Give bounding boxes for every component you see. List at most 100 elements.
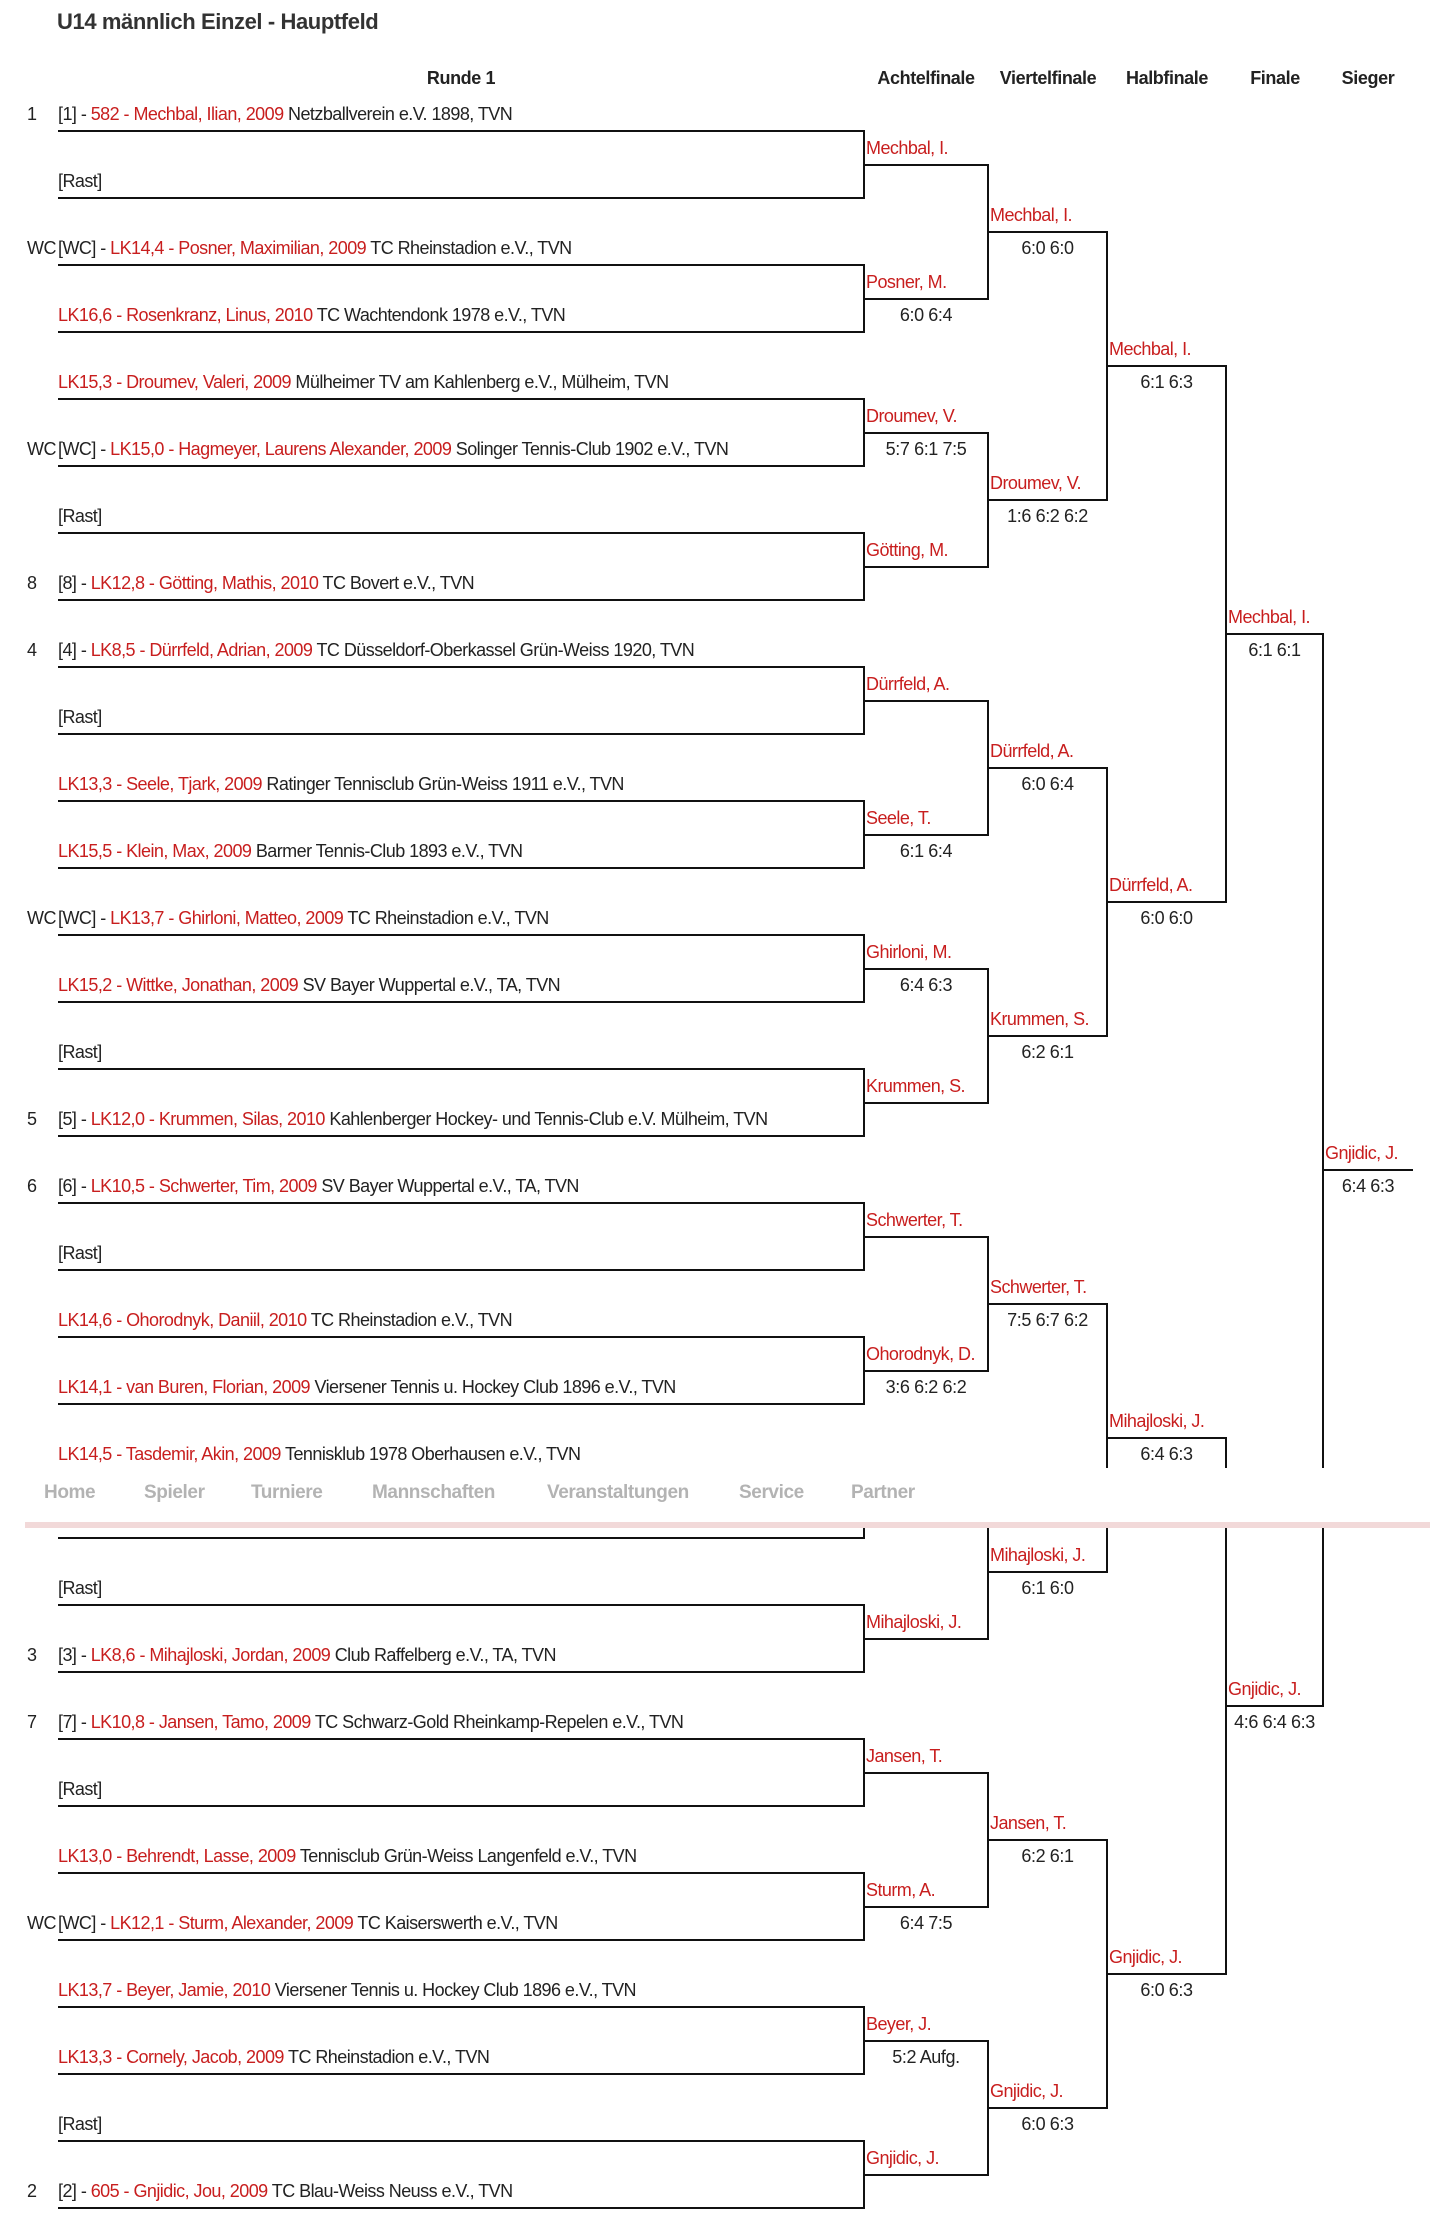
winner-name[interactable]: Krummen, S. [866,1076,966,1096]
round-header: Sieger [1341,68,1395,88]
entry-line [58,398,864,400]
entry-line [58,1939,864,1941]
seed-prefix: [6] - [58,1176,91,1196]
player-link[interactable]: LK13,0 - Behrendt, Lasse, 2009 [58,1846,296,1866]
match-score: 6:0 6:3 [1021,2114,1074,2134]
player-link[interactable]: LK8,5 - Dürrfeld, Adrian, 2009 [90,640,313,660]
player-link[interactable]: LK14,4 - Posner, Maximilian, 2009 [110,238,367,258]
winner-name[interactable]: Schwerter, T. [866,1210,963,1230]
nav-home[interactable]: Home [44,1482,96,1503]
nav-turniere[interactable]: Turniere [251,1482,323,1503]
winner-name[interactable]: Posner, M. [866,272,947,292]
match-score: 6:4 6:3 [899,975,953,995]
club-name: TC Schwarz-Gold Rheinkamp-Repelen e.V., … [310,1712,684,1732]
entry-text: [1] - 582 - Mechbal, Ilian, 2009 Netzbal… [58,103,513,125]
player-link[interactable]: 582 - Mechbal, Ilian, 2009 [90,104,284,124]
player-link[interactable]: LK12,8 - Götting, Mathis, 2010 [90,573,319,593]
player-link[interactable]: LK13,7 - Ghirloni, Matteo, 2009 [110,908,344,928]
player-link[interactable]: LK14,5 - Tasdemir, Akin, 2009 [58,1444,281,1464]
player-link[interactable]: LK14,1 - van Buren, Florian, 2009 [58,1377,311,1397]
club-name: TC Rheinstadion e.V., TVN [306,1310,513,1330]
seed-prefix: [4] - [58,640,91,660]
player-link[interactable]: LK15,5 - Klein, Max, 2009 [58,841,252,861]
match-line [864,298,988,300]
winner-name[interactable]: Mihajloski, J. [1109,1411,1205,1431]
player-link[interactable]: LK15,2 - Wittke, Jonathan, 2009 [58,975,299,995]
winner-name[interactable]: Dürrfeld, A. [990,741,1074,761]
club-name: TC Kaiserswerth e.V., TVN [353,1913,558,1933]
nav-service[interactable]: Service [739,1482,804,1503]
match-line [864,2174,988,2176]
winner-name[interactable]: Schwerter, T. [990,1277,1087,1297]
match-line [864,1638,988,1640]
seed-label: WC [27,908,57,928]
club-name: Club Raffelberg e.V., TA, TVN [330,1645,557,1665]
player-link[interactable]: LK12,1 - Sturm, Alexander, 2009 [110,1913,354,1933]
player-link[interactable]: LK10,8 - Jansen, Tamo, 2009 [90,1712,312,1732]
winner-name[interactable]: Mechbal, I. [1228,607,1311,627]
player-link[interactable]: LK15,0 - Hagmeyer, Laurens Alexander, 20… [110,439,452,459]
winner-name[interactable]: Ohorodnyk, D. [866,1344,975,1364]
winner-name[interactable]: Jansen, T. [866,1746,943,1766]
nav-partner[interactable]: Partner [851,1482,915,1503]
winner-name[interactable]: Krummen, S. [990,1009,1090,1029]
club-name: TC Blau-Weiss Neuss e.V., TVN [267,2181,513,2201]
match-line [864,1906,988,1908]
entry-text: LK16,6 - Rosenkranz, Linus, 2010 TC Wach… [58,304,566,326]
winner-name[interactable]: Mechbal, I. [990,205,1073,225]
player-link[interactable]: LK13,3 - Cornely, Jacob, 2009 [58,2047,284,2067]
match-line [988,231,1107,233]
entry-text: LK15,3 - Droumev, Valeri, 2009 Mülheimer… [58,371,669,393]
winner-name[interactable]: Götting, M. [866,540,949,560]
player-link[interactable]: 605 - Gnjidic, Jou, 2009 [90,2181,268,2201]
winner-name[interactable]: Mechbal, I. [866,138,949,158]
player-link[interactable]: LK13,3 - Seele, Tjark, 2009 [58,774,263,794]
entry-line [58,2073,864,2075]
entry-line [58,1872,864,1874]
winner-name[interactable]: Dürrfeld, A. [866,674,950,694]
winner-name[interactable]: Gnjidic, J. [866,2148,940,2168]
player-link[interactable]: LK15,3 - Droumev, Valeri, 2009 [58,372,292,392]
match-score: 6:1 6:1 [1248,640,1301,660]
match-score: 6:2 6:1 [1021,1846,1074,1866]
club-name: TC Wachtendonk 1978 e.V., TVN [312,305,566,325]
player-link[interactable]: LK16,6 - Rosenkranz, Linus, 2010 [58,305,313,325]
entry-text: [Rast] [58,1778,102,1800]
seed-label: WC [27,1913,57,1933]
match-score: 6:1 6:3 [1140,372,1193,392]
entry-text: [Rast] [58,170,102,192]
entry-line [58,1537,864,1539]
match-line [1226,633,1323,635]
entry-line [58,331,864,333]
player-link[interactable]: LK12,0 - Krummen, Silas, 2010 [90,1109,326,1129]
entry-line [58,599,864,601]
player-link[interactable]: LK10,5 - Schwerter, Tim, 2009 [90,1176,318,1196]
seed-label: 4 [27,640,37,660]
nav-mannschaften[interactable]: Mannschaften [372,1482,495,1503]
nav-veranstaltungen[interactable]: Veranstaltungen [547,1482,689,1503]
winner-name[interactable]: Jansen, T. [990,1813,1067,1833]
winner-name[interactable]: Mihajloski, J. [990,1545,1086,1565]
winner-name[interactable]: Droumev, V. [990,473,1082,493]
winner-name[interactable]: Seele, T. [866,808,931,828]
winner-name[interactable]: Gnjidic, J. [1109,1947,1183,1967]
winner-name[interactable]: Gnjidic, J. [1325,1143,1399,1163]
entry-line [58,867,864,869]
seed-prefix: [WC] - [58,238,111,258]
bye-label: [Rast] [58,707,102,727]
winner-name[interactable]: Dürrfeld, A. [1109,875,1193,895]
winner-name[interactable]: Droumev, V. [866,406,958,426]
winner-name[interactable]: Ghirloni, M. [866,942,952,962]
winner-name[interactable]: Gnjidic, J. [1228,1679,1302,1699]
nav-spieler[interactable]: Spieler [144,1482,205,1503]
winner-name[interactable]: Beyer, J. [866,2014,932,2034]
winner-name[interactable]: Gnjidic, J. [990,2081,1064,2101]
player-link[interactable]: LK13,7 - Beyer, Jamie, 2010 [58,1980,271,2000]
winner-name[interactable]: Mihajloski, J. [866,1612,962,1632]
winner-name[interactable]: Sturm, A. [866,1880,936,1900]
player-link[interactable]: LK8,6 - Mihajloski, Jordan, 2009 [90,1645,331,1665]
match-score: 6:0 6:0 [1021,238,1074,258]
player-link[interactable]: LK14,6 - Ohorodnyk, Daniil, 2010 [58,1310,307,1330]
club-name: Tennisklub 1978 Oberhausen e.V., TVN [280,1444,581,1464]
winner-name[interactable]: Mechbal, I. [1109,339,1192,359]
